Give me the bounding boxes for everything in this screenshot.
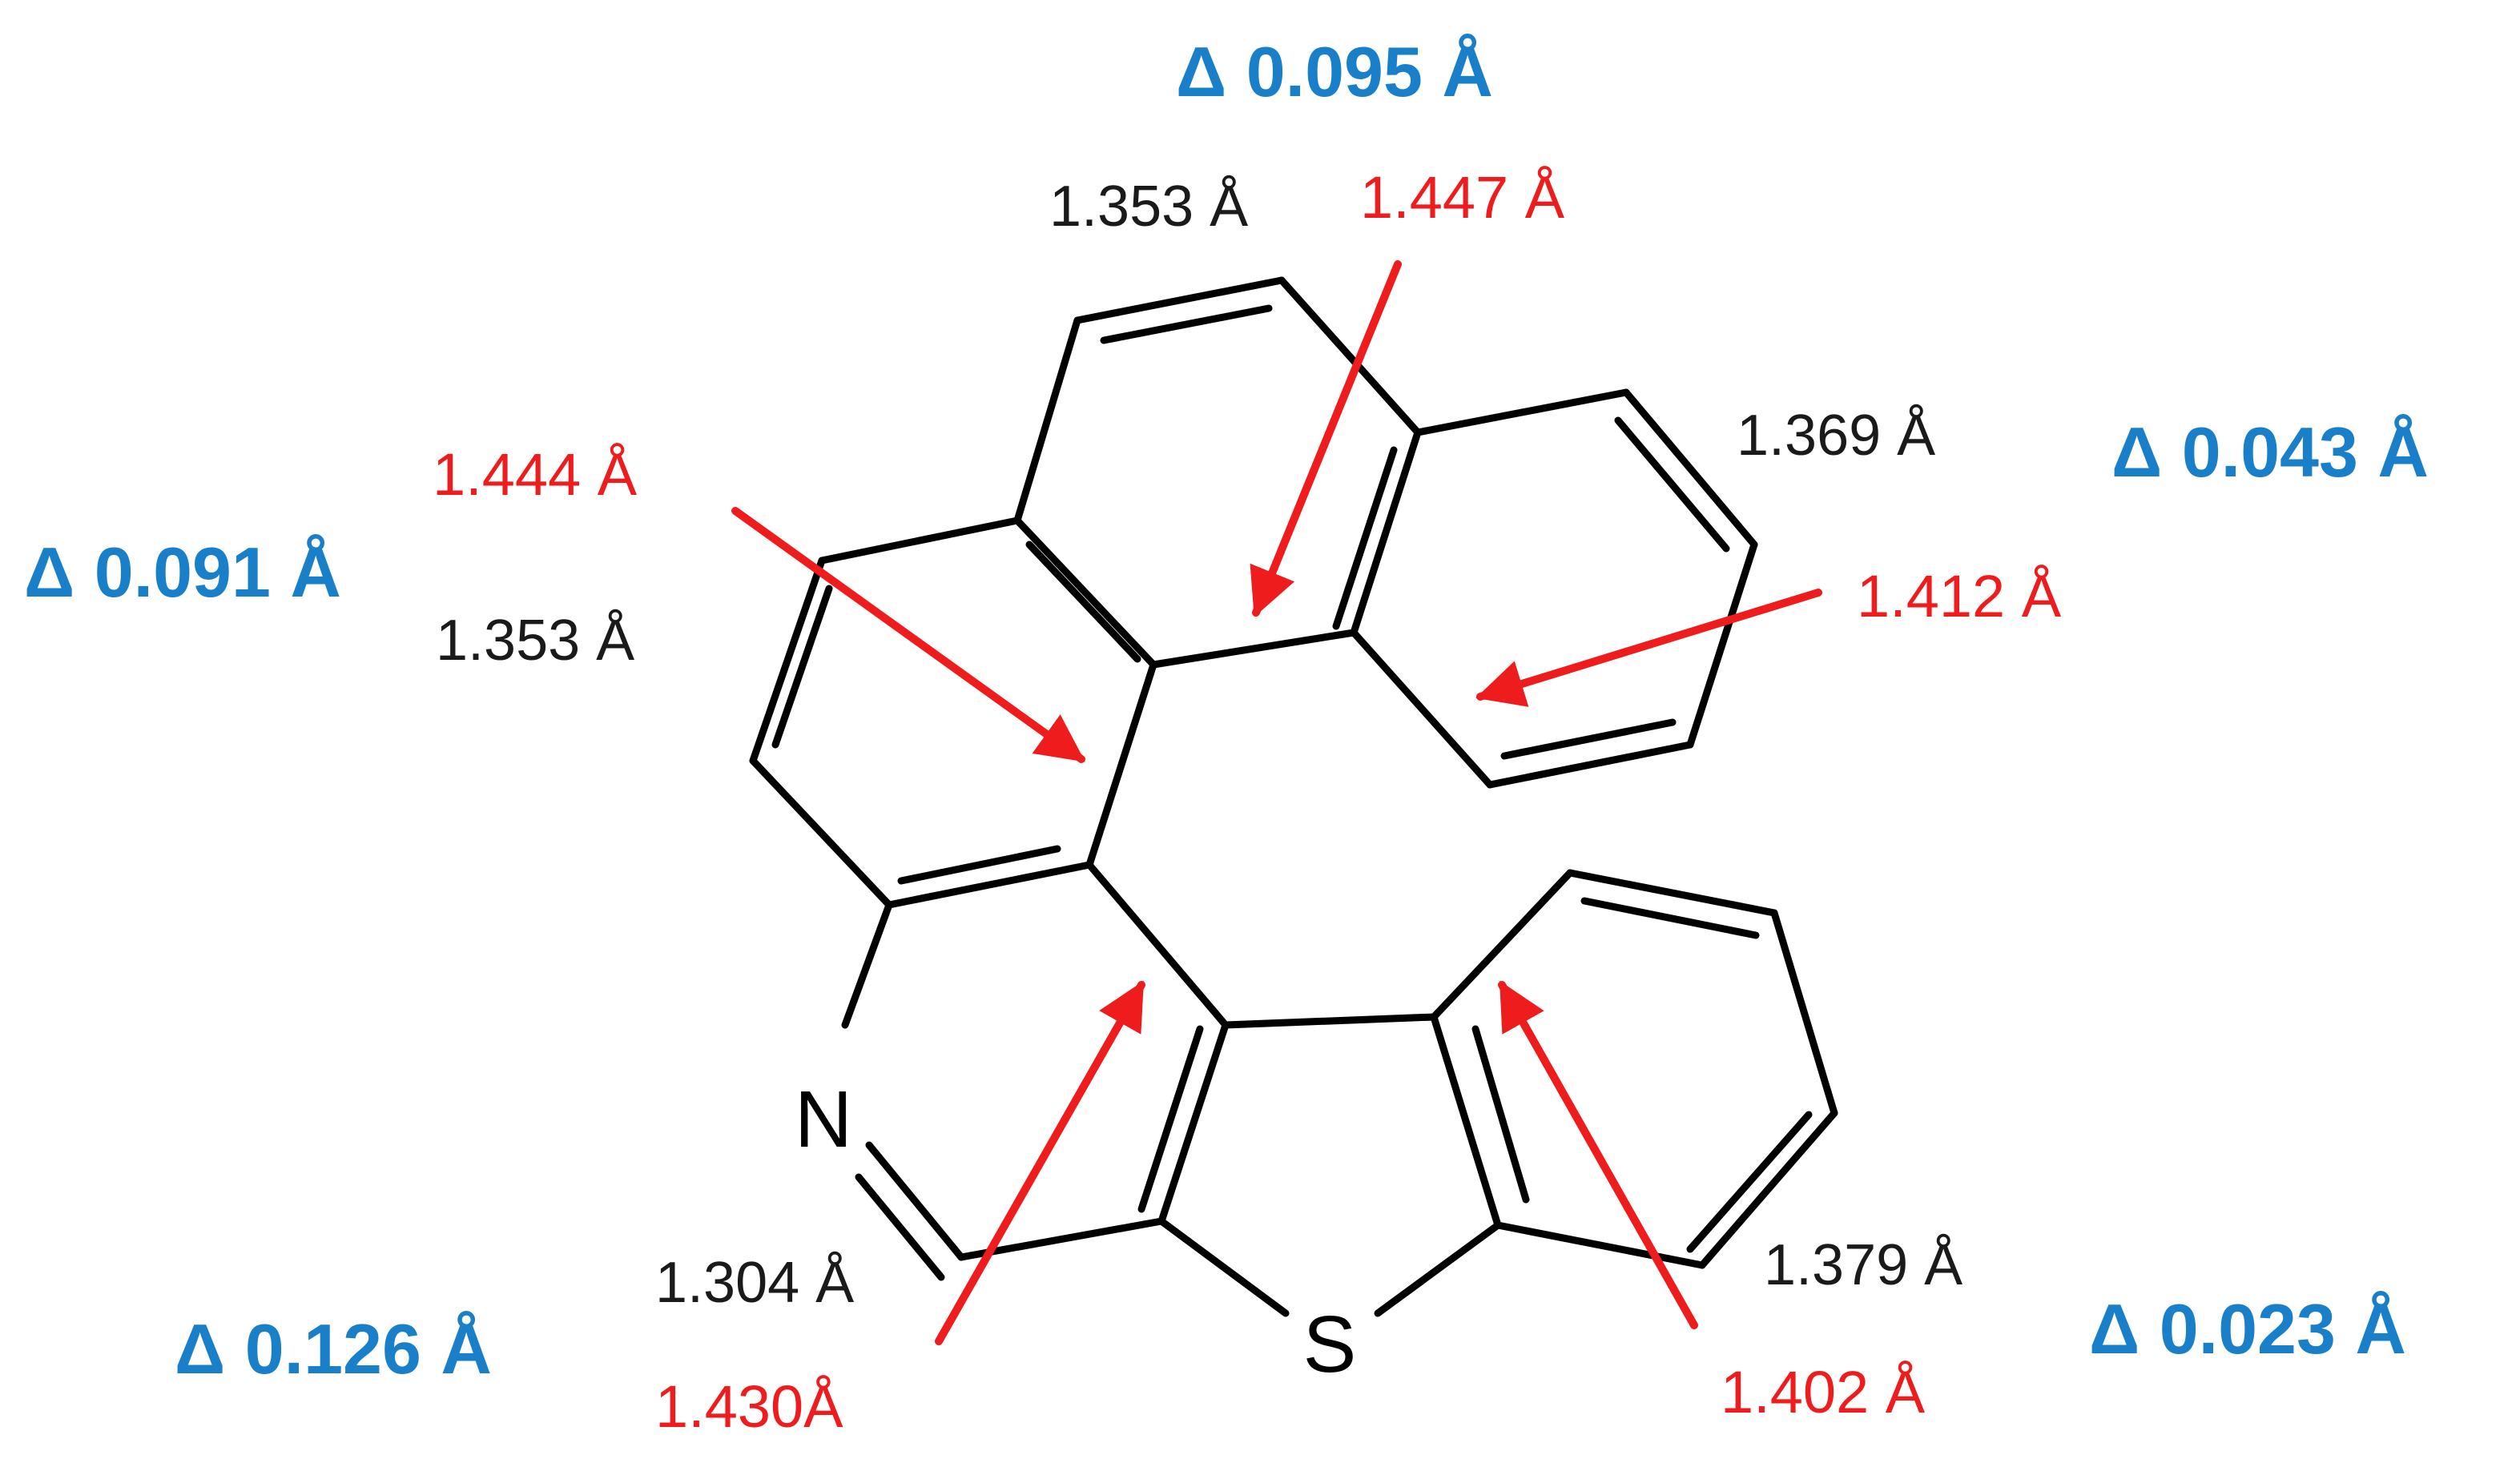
ring-right-lower-double-bonds	[1471, 897, 1813, 1253]
arrow-left	[731, 507, 1085, 763]
length-label-bottom-right: 1.379 Å	[1764, 1233, 1962, 1297]
ring-pyridine	[841, 861, 1230, 1261]
highlighted-lengths: 1.447 Å 1.444 Å 1.412 Å 1.430Å 1.402 Å	[433, 164, 2062, 1440]
length-label-right: 1.369 Å	[1737, 404, 1935, 468]
delta-label-left: Δ 0.091 Å	[24, 533, 341, 612]
arrow-bottom-left	[935, 980, 1145, 1345]
arrow-right	[1475, 589, 1822, 707]
length-label-top: 1.353 Å	[1049, 175, 1248, 239]
nitrogen-atom-label: N	[795, 1075, 852, 1164]
highlight-label-bottom-right: 1.402 Å	[1721, 1359, 1926, 1425]
delta-label-bottom-left: Δ 0.126 Å	[175, 1309, 492, 1389]
highlight-label-top: 1.447 Å	[1360, 164, 1565, 231]
ring-pyridine-double-bonds	[855, 1025, 1204, 1281]
arrow-bottom-right	[1498, 980, 1698, 1329]
ring-right-upper	[1350, 388, 1758, 789]
highlight-label-right: 1.412 Å	[1857, 563, 2062, 629]
measured-lengths: 1.353 Å 1.353 Å 1.369 Å 1.304 Å 1.379 Å	[436, 175, 1962, 1315]
highlight-arrows	[731, 260, 1822, 1345]
ring-top-double-bonds	[1100, 304, 1398, 630]
highlight-label-bottom-left: 1.430Å	[655, 1373, 843, 1440]
sulfur-atom-label: S	[1303, 1300, 1357, 1389]
delta-label-top: Δ 0.095 Å	[1176, 32, 1493, 111]
ring-top	[1013, 276, 1422, 669]
ring-left-upper	[749, 516, 1157, 909]
arrow-top	[1250, 260, 1402, 617]
ring-thiophene	[1157, 1013, 1502, 1317]
length-label-bottom-left: 1.304 Å	[655, 1251, 854, 1315]
ring-right-upper-double-bonds	[1500, 416, 1730, 760]
ring-right-lower	[1430, 869, 1838, 1269]
ring-left-upper-double-bonds	[771, 541, 1141, 885]
delta-label-right: Δ 0.043 Å	[2111, 412, 2429, 492]
delta-values: Δ 0.095 Å Δ 0.091 Å Δ 0.043 Å Δ 0.126 Å …	[24, 32, 2429, 1389]
highlight-label-left: 1.444 Å	[433, 441, 638, 508]
molecule-skeleton	[749, 276, 1838, 1317]
length-label-left: 1.353 Å	[436, 609, 634, 673]
delta-label-bottom-right: Δ 0.023 Å	[2089, 1289, 2406, 1369]
